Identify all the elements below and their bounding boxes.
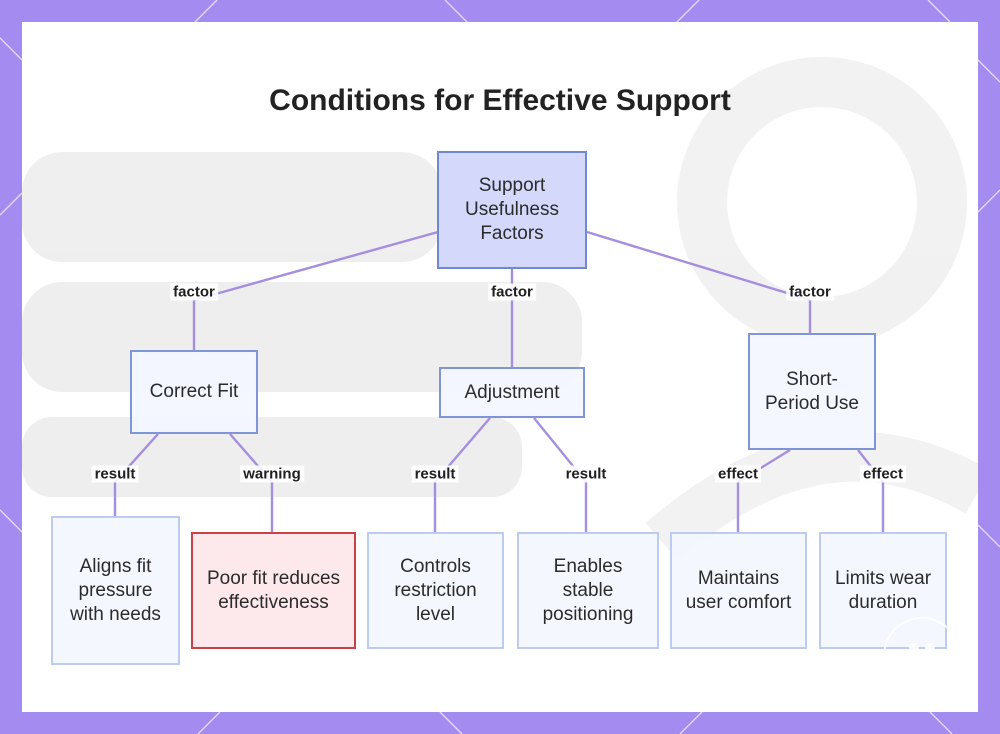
node-limits-wear: Limits wear duration: [819, 532, 947, 649]
node-correct-fit: Correct Fit: [130, 350, 258, 434]
edge-label-fit-aligns: result: [91, 465, 139, 483]
node-adjustment: Adjustment: [439, 367, 585, 418]
node-short-period-use: Short-Period Use: [748, 333, 876, 450]
edge-label-adj-controls: result: [411, 465, 459, 483]
edge-label-fit-poor: warning: [240, 465, 304, 483]
edge-label-short-maintains: effect: [714, 465, 762, 483]
node-maintains-comfort: Maintains user comfort: [670, 532, 807, 649]
node-aligns-fit: Aligns fit pressure with needs: [51, 516, 180, 665]
edge-label-short-limits: effect: [859, 465, 907, 483]
edge-label-root-fit: factor: [170, 283, 218, 301]
diagram-title: Conditions for Effective Support: [269, 84, 731, 117]
edge-label-adj-enables: result: [562, 465, 610, 483]
brand-logo-icon: [883, 617, 961, 695]
node-support-usefulness-factors: Support Usefulness Factors: [437, 151, 587, 269]
node-enables-positioning: Enables stable positioning: [517, 532, 659, 649]
edge-label-root-short: factor: [786, 283, 834, 301]
diagram-card: Conditions for Effective Support factor …: [22, 22, 978, 712]
edge-label-root-adjustment: factor: [488, 283, 536, 301]
node-controls-restriction: Controls restriction level: [367, 532, 504, 649]
node-poor-fit: Poor fit reduces effectiveness: [191, 532, 356, 649]
